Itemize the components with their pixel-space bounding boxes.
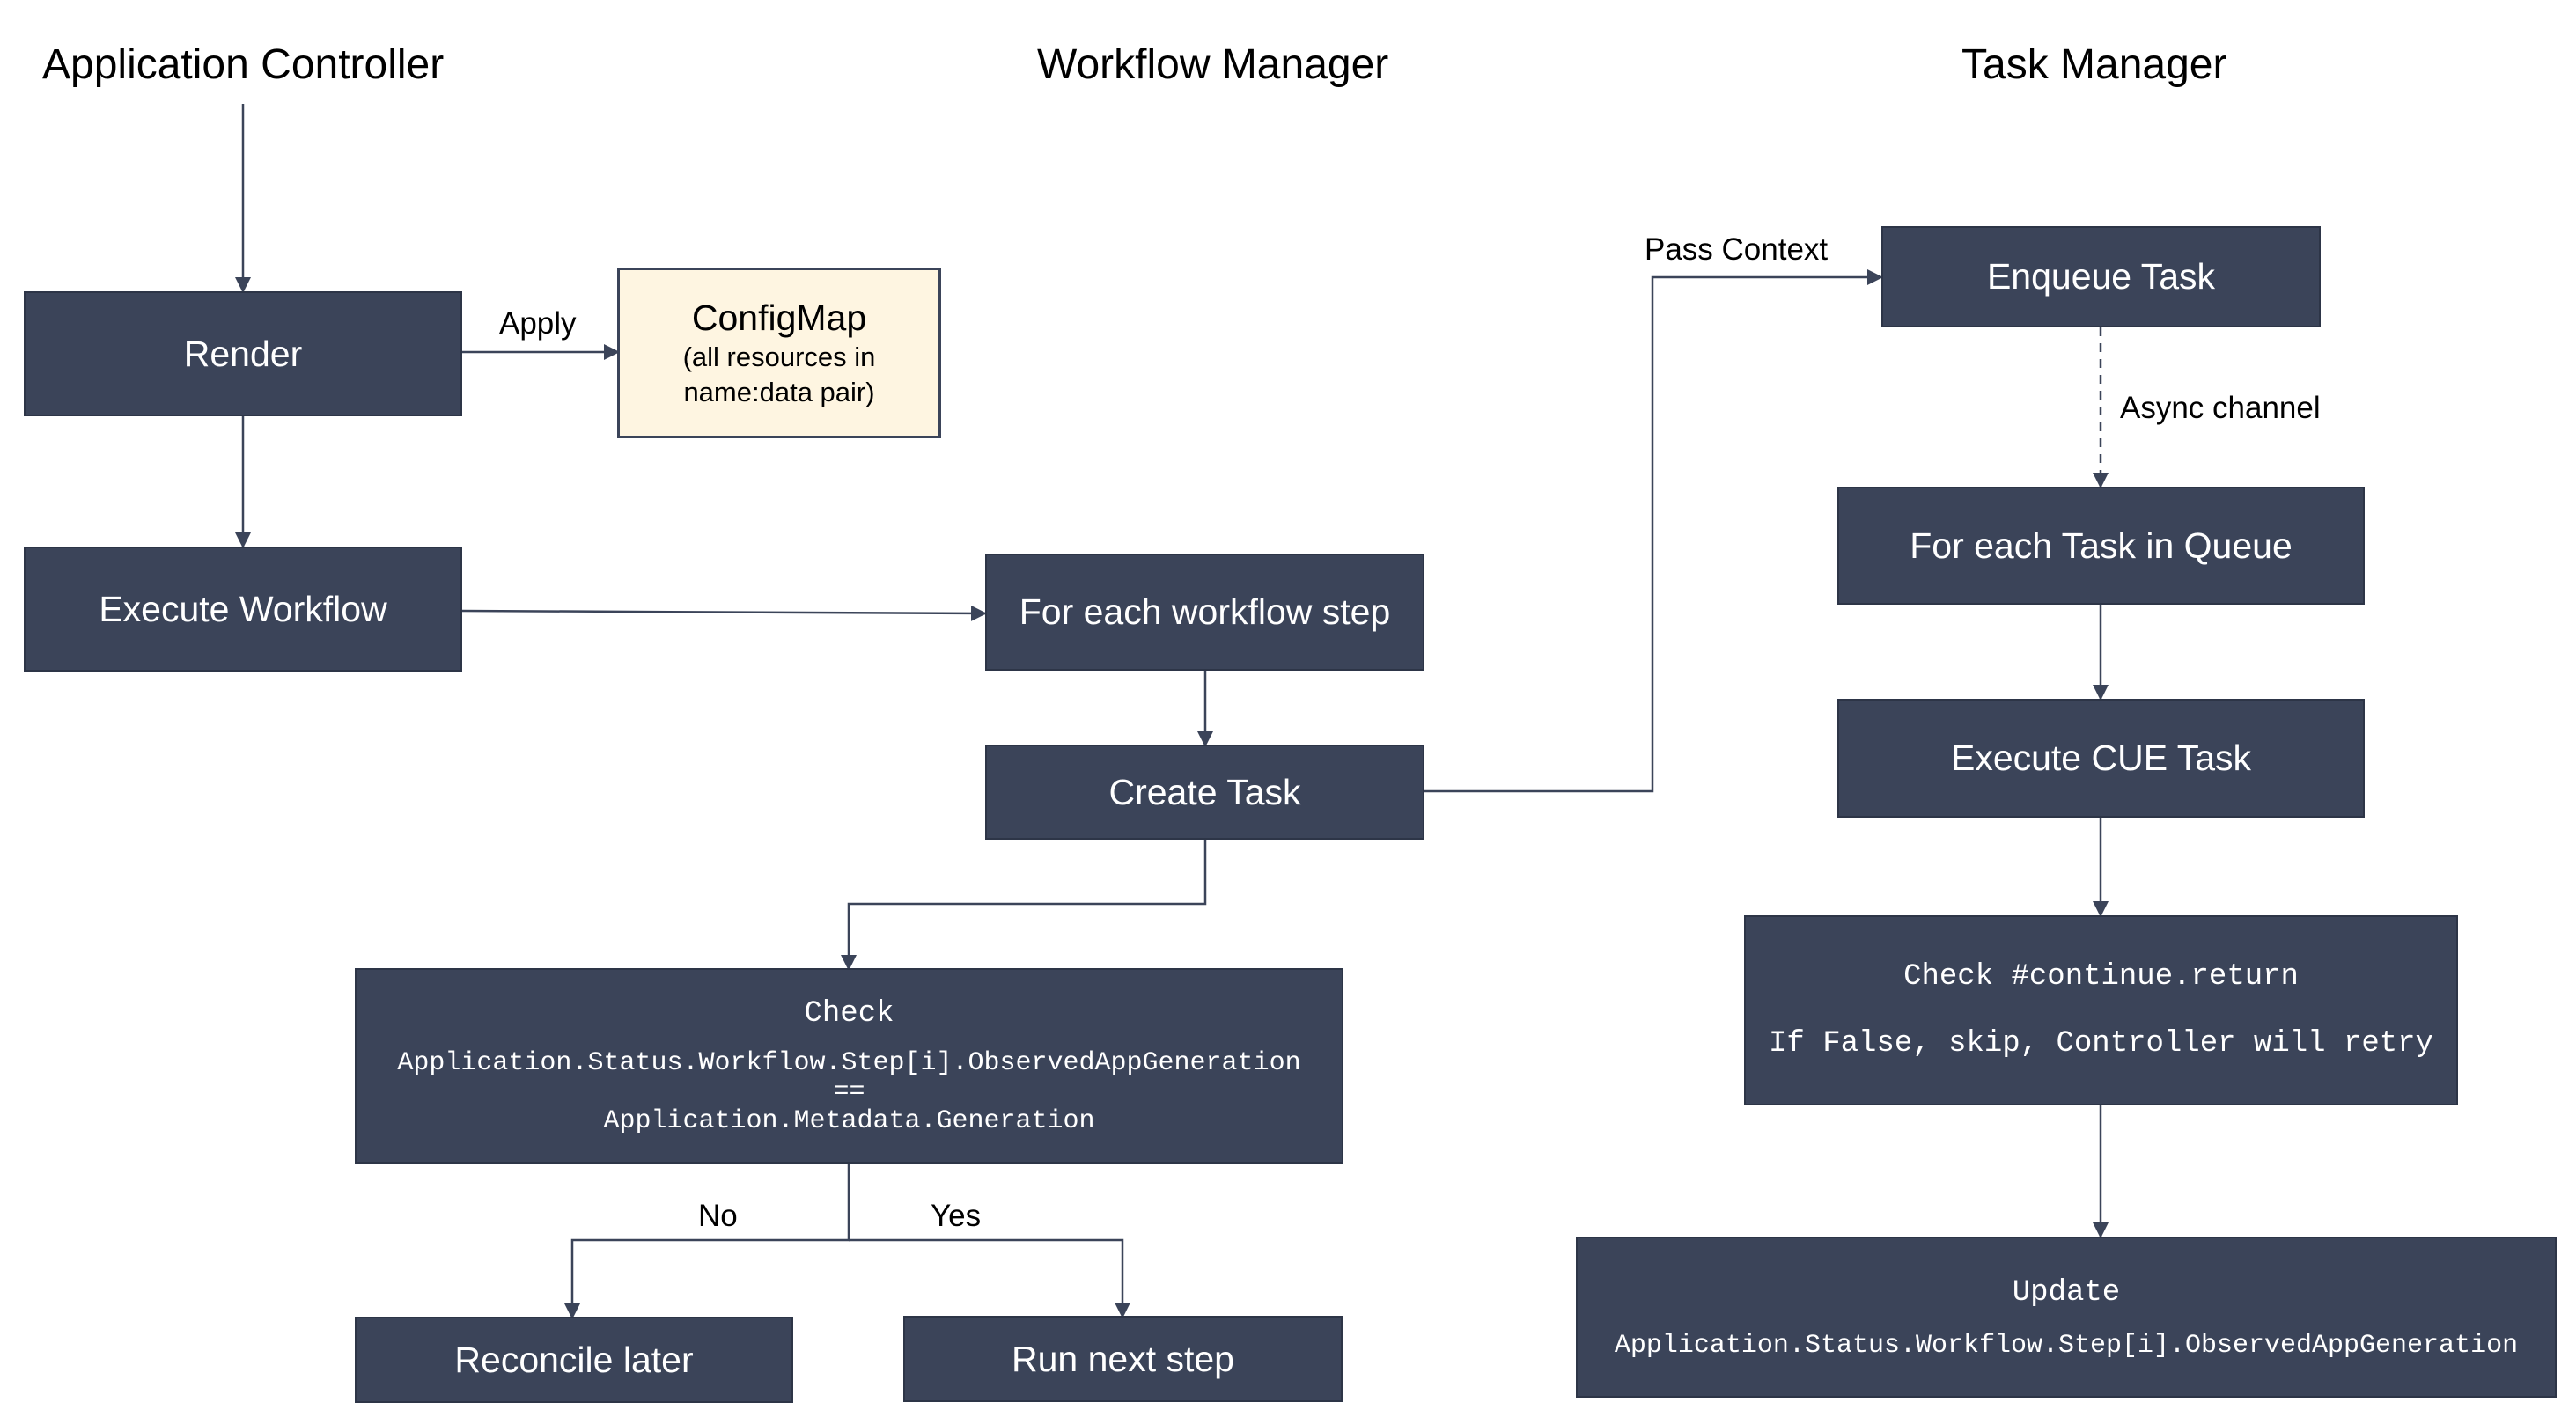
for-each-task-in-queue-node: For each Task in Queue (1837, 487, 2365, 605)
create-task-node: Create Task (985, 745, 1424, 840)
lane-title-task-manager: Task Manager (1961, 41, 2227, 88)
execute-cue-task-node: Execute CUE Task (1837, 699, 2365, 818)
lane-title-workflow-manager: Workflow Manager (1037, 41, 1389, 88)
check-continue-return-node: Check #continue.return If False, skip, C… (1744, 915, 2458, 1105)
configmap-node: ConfigMap (all resources in name:data pa… (617, 268, 941, 438)
reconcile-later-node: Reconcile later (355, 1317, 793, 1403)
yes-label: Yes (931, 1199, 982, 1233)
apply-label: Apply (499, 306, 577, 341)
enqueue-task-node: Enqueue Task (1881, 226, 2321, 327)
check-title: Check (804, 997, 894, 1031)
create-task-to-check-arrow (841, 840, 1207, 971)
update-node: Update Application.Status.Workflow.Step[… (1576, 1237, 2557, 1398)
run-next-step-node: Run next step (903, 1316, 1343, 1402)
update-title: Update (2012, 1275, 2121, 1310)
update-line1: Application.Status.Workflow.Step[i].Obse… (1614, 1330, 2519, 1361)
check-line2: == (833, 1077, 865, 1107)
configmap-line2: name:data pair) (683, 377, 875, 407)
check-continue-line2: If False, skip, Controller will retry (1769, 1027, 2433, 1061)
no-branch-arrow (564, 1164, 850, 1319)
check-generation-node: Check Application.Status.Workflow.Step[i… (355, 968, 1343, 1164)
check-line3: Application.Metadata.Generation (603, 1106, 1095, 1136)
configmap-title: ConfigMap (691, 297, 867, 338)
no-label: No (698, 1199, 738, 1233)
yes-branch-arrow (849, 1238, 1130, 1318)
check-line1: Application.Status.Workflow.Step[i].Obse… (397, 1048, 1301, 1078)
pass-context-arrow (1424, 269, 1883, 793)
for-each-workflow-step-node: For each workflow step (985, 554, 1424, 671)
lane-title-application-controller: Application Controller (42, 41, 445, 88)
check-continue-line1: Check #continue.return (1903, 960, 2299, 994)
execute-to-foreach-step-arrow (460, 605, 987, 621)
configmap-line1: (all resources in (682, 341, 876, 372)
pass-context-label: Pass Context (1645, 232, 1829, 267)
execute-workflow-node: Execute Workflow (24, 547, 462, 672)
render-node: Render (24, 291, 462, 416)
async-channel-label: Async channel (2120, 391, 2321, 425)
